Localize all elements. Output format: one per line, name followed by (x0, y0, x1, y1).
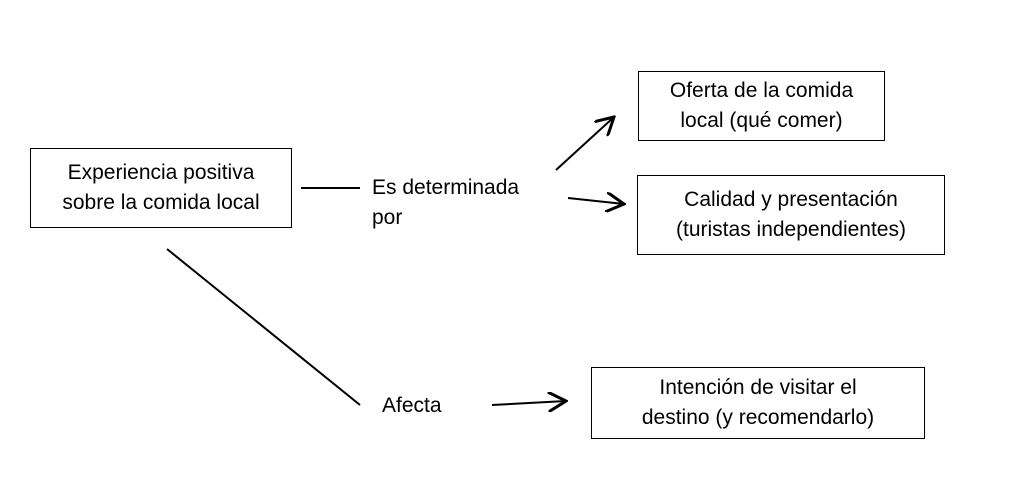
node-experience: Experiencia positiva sobre la comida loca… (30, 148, 292, 228)
node-offer: Oferta de la comida local (qué comer) (638, 71, 885, 141)
arrow-to-quality (567, 198, 624, 204)
node-quality: Calidad y presentación (turistas independ… (637, 175, 945, 255)
label-line: por (372, 206, 403, 229)
node-text: destino (y recomendarlo) (641, 406, 875, 429)
node-intention: Intención de visitar el destino (y recome… (591, 367, 925, 439)
node-text: (turistas independientes) (676, 218, 906, 241)
arrow-to-offer (555, 117, 614, 171)
node-text: Intención de visitar el (659, 376, 857, 399)
node-text: Oferta de la comida (669, 79, 854, 102)
arrow-to-intention (491, 401, 566, 405)
node-text: local (qué comer) (680, 109, 843, 132)
label-line: Es determinada (372, 176, 520, 199)
node-text: sobre la comida local (62, 191, 260, 214)
node-text: Calidad y presentación (684, 188, 898, 211)
node-text: Experiencia positiva (67, 161, 255, 184)
label-determined: Es determinada por (372, 173, 519, 233)
label-affects: Afecta (382, 394, 442, 417)
line-to-affects (166, 248, 361, 406)
